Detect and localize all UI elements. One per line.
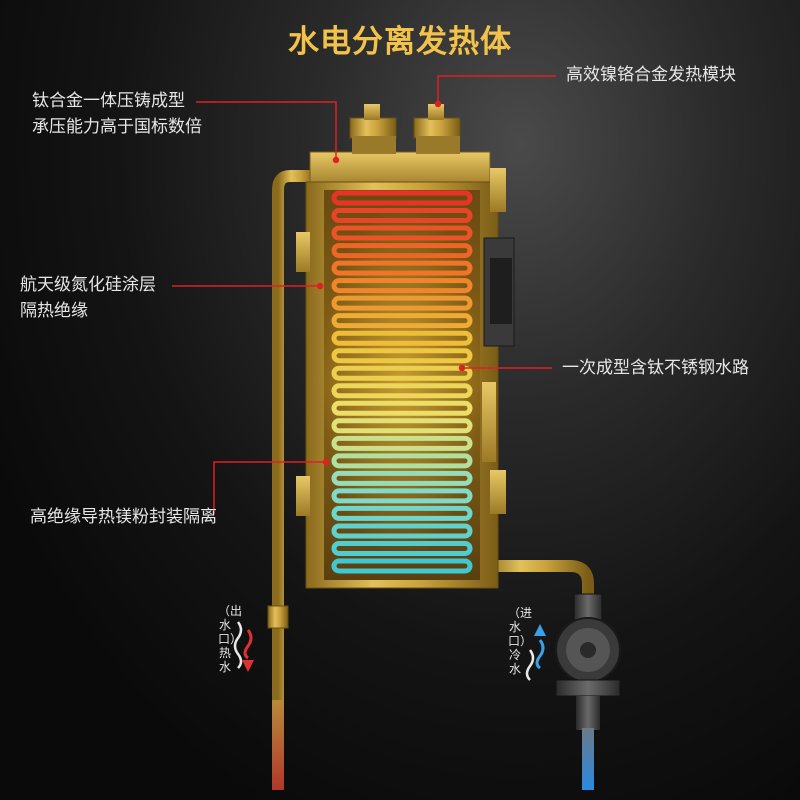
coil-ring	[331, 470, 473, 486]
coil-ring	[331, 190, 473, 206]
label-coating-line2: 隔热绝缘	[20, 301, 88, 321]
label-coating-line1: 航天级氮化硅涂层	[20, 275, 156, 295]
label-heating-module: 高效镍铬合金发热模块	[566, 65, 736, 85]
coil-ring	[331, 400, 473, 416]
coil-ring	[331, 225, 473, 241]
coil-ring	[331, 488, 473, 504]
outlet-label-bottom: 热水	[218, 646, 231, 674]
inlet-label-bottom: 冷水	[508, 648, 521, 676]
coil-ring	[331, 260, 473, 276]
coil-ring	[331, 208, 473, 224]
label-titanium-alloy: 钛合金一体压铸成型 承压能力高于国标数倍	[32, 88, 202, 140]
pointer-dot-coating	[316, 282, 324, 290]
coil-ring	[331, 523, 473, 539]
cold-water-arrow	[525, 624, 546, 681]
pointer-heating-module	[437, 75, 556, 104]
side-control-box	[483, 237, 515, 347]
pointer-insulation	[213, 461, 326, 514]
coil-ring	[331, 348, 473, 364]
pointer-dot-heating-module	[434, 100, 442, 108]
hot-water-arrow	[233, 621, 254, 672]
coil-ring	[331, 330, 473, 346]
coil-ring	[331, 313, 473, 329]
outlet-label: （出水口） 热水	[218, 604, 243, 674]
label-titanium-alloy-line1: 钛合金一体压铸成型	[32, 91, 185, 111]
coil-ring	[331, 295, 473, 311]
coil-ring	[331, 365, 473, 381]
pointer-dot-titanium-alloy	[332, 156, 340, 164]
label-insulation: 高绝缘导热镁粉封装隔离	[30, 507, 217, 527]
coil-ring	[331, 453, 473, 469]
pointer-dot-insulation	[322, 458, 330, 466]
top-terminals	[349, 104, 461, 154]
coil-ring	[331, 278, 473, 294]
callout-pointers	[172, 75, 556, 514]
pointer-titanium-alloy	[196, 101, 337, 160]
coil-ring	[331, 435, 473, 451]
coil-ring	[331, 558, 473, 574]
inlet-pipe	[484, 560, 594, 600]
outlet-pipe	[267, 170, 316, 790]
label-water-path: 一次成型含钛不锈钢水路	[562, 358, 749, 378]
inlet-valve	[555, 593, 621, 790]
label-titanium-alloy-line2: 承压能力高于国标数倍	[32, 117, 202, 137]
coil-ring	[331, 540, 473, 556]
coil-ring	[331, 418, 473, 434]
outlet-label-top: （出水口）	[218, 604, 243, 646]
heating-coil	[331, 190, 473, 574]
inlet-label: （进水口） 冷水	[508, 606, 533, 676]
coil-ring	[331, 243, 473, 259]
label-coating: 航天级氮化硅涂层 隔热绝缘	[20, 272, 156, 324]
pointer-dot-water-path	[458, 364, 466, 372]
page-title: 水电分离发热体	[288, 24, 512, 60]
coil-ring	[331, 505, 473, 521]
coil-ring	[331, 383, 473, 399]
inlet-label-top: （进水口）	[508, 606, 533, 648]
